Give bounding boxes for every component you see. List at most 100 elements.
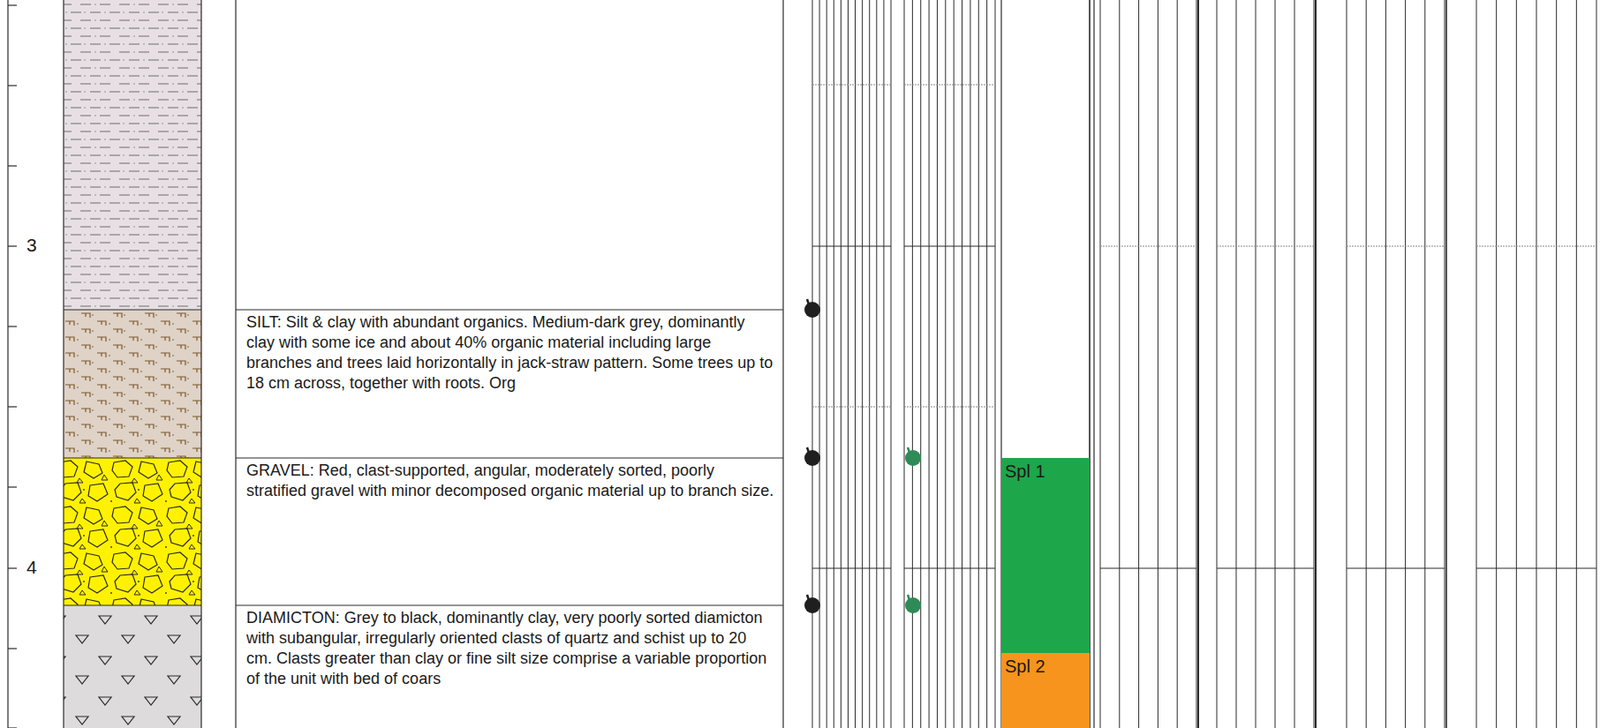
column-border bbox=[782, 0, 784, 728]
grid-line bbox=[1118, 0, 1120, 728]
grid-line bbox=[890, 0, 892, 728]
grid-line bbox=[1255, 0, 1257, 728]
column-border bbox=[234, 0, 236, 728]
grid-line bbox=[1346, 0, 1348, 728]
grid-line bbox=[1100, 0, 1102, 728]
grid-major-line bbox=[1216, 567, 1314, 569]
grid-line bbox=[1555, 0, 1557, 728]
depth-label: 4 bbox=[26, 557, 38, 579]
grid-line bbox=[833, 0, 835, 728]
grid-line bbox=[861, 0, 863, 728]
unit-description: GRAVEL: Red, clast-supported, angular, m… bbox=[235, 458, 784, 606]
sample-pin bbox=[804, 301, 821, 318]
description-column bbox=[235, 0, 784, 728]
grid-line bbox=[1138, 0, 1140, 728]
depth-label: 3 bbox=[26, 234, 38, 257]
sample-pin bbox=[804, 450, 821, 467]
diamicton-unit bbox=[63, 605, 202, 728]
grid-minor-line bbox=[1100, 246, 1197, 248]
axis-tick bbox=[7, 245, 17, 247]
grid-major-line bbox=[812, 245, 891, 247]
grid-major-line bbox=[812, 567, 891, 569]
grid-line bbox=[961, 0, 963, 728]
sample-label: Spl 2 bbox=[1004, 656, 1087, 678]
sample-interval: Spl 2 bbox=[1001, 653, 1090, 728]
column-border bbox=[1093, 0, 1095, 728]
lithology-column bbox=[63, 0, 202, 728]
grid-line bbox=[1275, 0, 1276, 728]
grid-line bbox=[944, 0, 946, 728]
column-border bbox=[200, 0, 202, 728]
grid-line bbox=[819, 0, 821, 728]
column-border bbox=[62, 0, 64, 728]
unit-description: DIAMICTON: Grey to black, dominantly cla… bbox=[235, 605, 784, 728]
grid-line bbox=[1294, 0, 1296, 728]
sample-pin bbox=[804, 597, 821, 614]
description-text: GRAVEL: Red, clast-supported, angular, m… bbox=[246, 460, 777, 502]
grid-line bbox=[953, 0, 955, 728]
grid-line bbox=[1576, 0, 1578, 728]
unit-boundary bbox=[63, 457, 202, 459]
grid-line bbox=[904, 0, 906, 728]
grid-line bbox=[1404, 0, 1406, 728]
grid-line bbox=[1444, 0, 1446, 728]
grid-line bbox=[1516, 0, 1517, 728]
grid-line bbox=[995, 0, 997, 728]
grid-minor-line bbox=[812, 407, 891, 408]
description-separator bbox=[235, 457, 784, 459]
axis-line bbox=[7, 0, 8, 728]
unit-boundary bbox=[63, 309, 202, 310]
grid-line bbox=[1236, 0, 1238, 728]
grid-minor-line bbox=[904, 407, 996, 408]
grid-line bbox=[868, 0, 870, 728]
axis-tick bbox=[7, 406, 17, 408]
grid-major-line bbox=[1346, 567, 1445, 569]
description-text: SILT: Silt & clay with abundant organics… bbox=[246, 312, 777, 394]
axis-tick bbox=[7, 648, 17, 650]
grid-line bbox=[936, 0, 938, 728]
grid-line bbox=[847, 0, 849, 728]
grid-line bbox=[1495, 0, 1497, 728]
gravel-unit bbox=[63, 458, 202, 606]
description-text: DIAMICTON: Grey to black, dominantly cla… bbox=[246, 608, 777, 690]
grid-major-line bbox=[1100, 567, 1197, 569]
grid-minor-line bbox=[812, 84, 891, 86]
grid-minor-line bbox=[904, 84, 996, 86]
grid-minor-line bbox=[1216, 246, 1314, 248]
grid-line bbox=[1177, 0, 1178, 728]
silt-unit bbox=[63, 0, 202, 310]
grid-line bbox=[1424, 0, 1426, 728]
axis-tick bbox=[7, 567, 17, 569]
grid-line bbox=[978, 0, 980, 728]
grid-line bbox=[1157, 0, 1159, 728]
description-separator bbox=[235, 604, 784, 606]
grid-line bbox=[875, 0, 877, 728]
grid-line bbox=[1366, 0, 1367, 728]
grid-line bbox=[928, 0, 930, 728]
grid-major-line bbox=[904, 245, 996, 247]
grid-line bbox=[1536, 0, 1538, 728]
unit-boundary bbox=[63, 604, 202, 606]
grid-line bbox=[912, 0, 914, 728]
column-border bbox=[1314, 0, 1317, 728]
grid-line bbox=[920, 0, 921, 728]
grid-line bbox=[1313, 0, 1315, 728]
axis-tick bbox=[7, 727, 17, 728]
depth-axis bbox=[7, 0, 17, 728]
sample-interval: Spl 1 bbox=[1001, 458, 1090, 654]
grid-major-line bbox=[904, 567, 996, 569]
sample-pin bbox=[905, 597, 921, 614]
grid-line bbox=[883, 0, 884, 728]
grid-line bbox=[1596, 0, 1598, 728]
unit-description: SILT: Silt & clay with abundant organics… bbox=[235, 309, 784, 459]
axis-tick bbox=[7, 486, 17, 488]
grid-line bbox=[986, 0, 988, 728]
axis-tick bbox=[7, 84, 17, 86]
grid-major-line bbox=[1476, 567, 1597, 569]
sample-pins bbox=[804, 299, 921, 614]
grid-line bbox=[854, 0, 856, 728]
description-separator bbox=[235, 309, 784, 310]
grid-line bbox=[826, 0, 828, 728]
grid-minor-line bbox=[1346, 246, 1445, 248]
